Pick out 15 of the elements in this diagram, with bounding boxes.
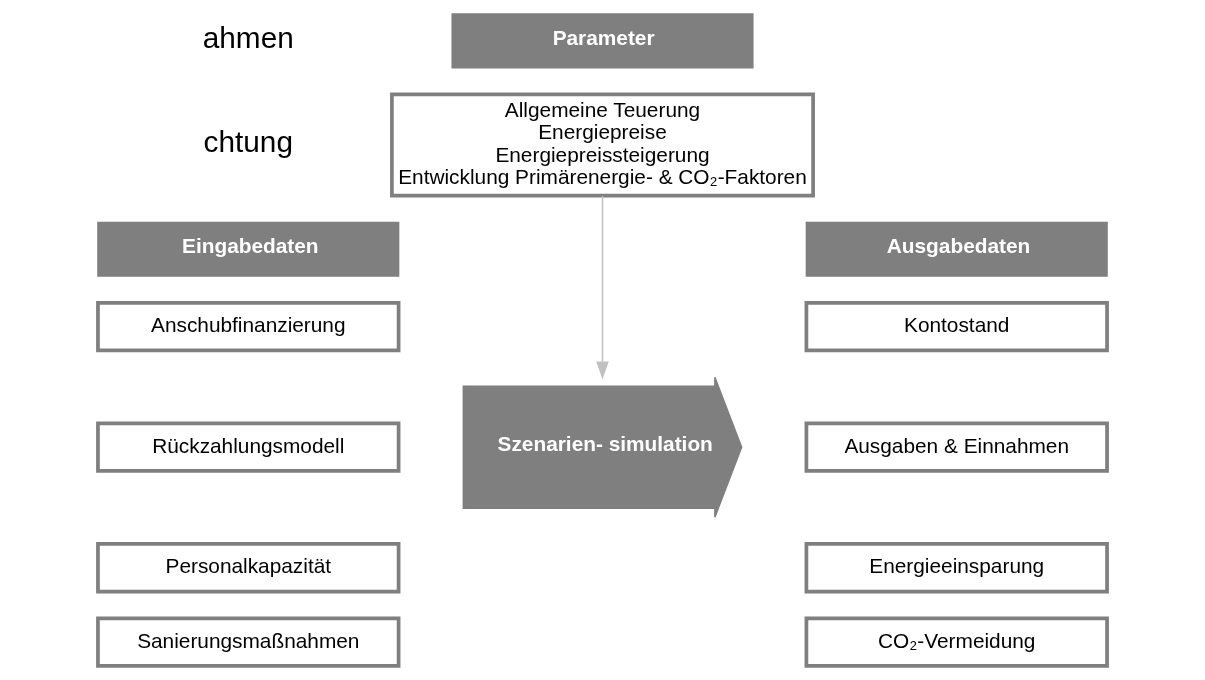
node-box: Allgemeine Teuerung Energiepreise Energiepreissteigerung Entwicklung Primärenergie- & CO₂-Faktoren	[390, 92, 815, 198]
node-box: Kontostand	[804, 300, 1109, 353]
node-box: Rückzahlungsmodell	[96, 421, 401, 473]
node-box: Personalkapazität	[96, 542, 401, 594]
node-box: Energieeinsparung	[804, 542, 1109, 594]
arrow	[596, 195, 609, 380]
node-box: Parameter	[451, 13, 754, 69]
node-box: Eingabedaten	[97, 221, 400, 277]
node-box: CO₂-Vermeidung	[804, 616, 1109, 668]
node-box: Ausgabedaten	[805, 221, 1108, 277]
label: ahmen	[202, 21, 294, 55]
node-box: Ausgaben & Einnahmen	[804, 421, 1109, 473]
label: chtung	[203, 125, 293, 159]
node-box: Sanierungsmaßnahmen	[96, 616, 401, 668]
node-box: Anschubfinanzierung	[96, 300, 401, 353]
